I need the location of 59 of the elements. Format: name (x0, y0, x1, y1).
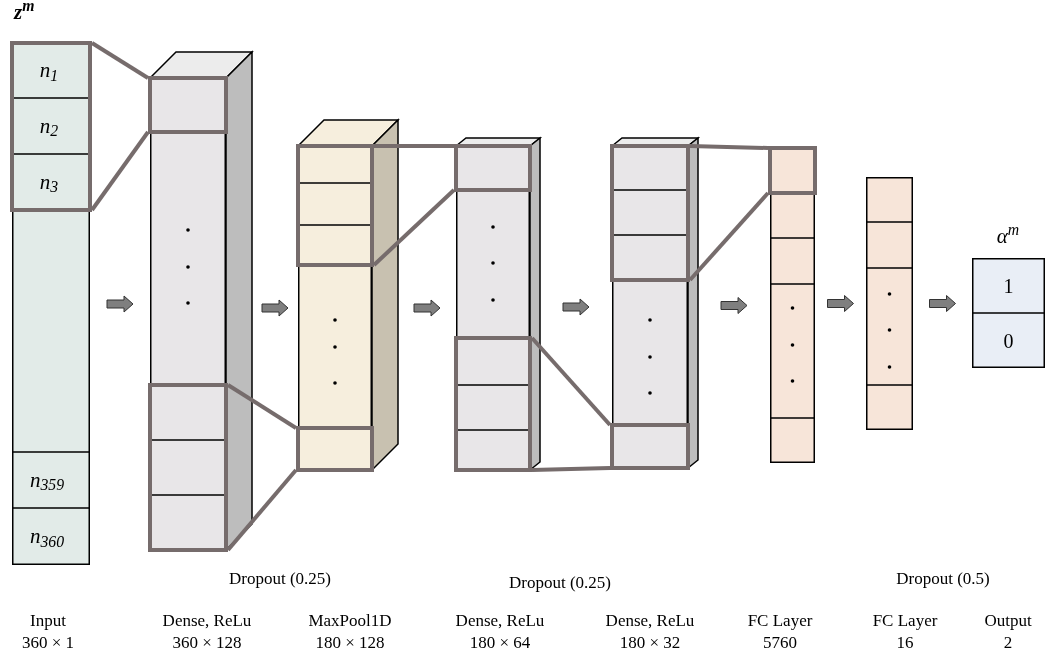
layer-caption: 2 (1003, 632, 1013, 654)
vector-symbol: α$^{m}$ (996, 226, 1020, 247)
projection-line (688, 191, 770, 282)
neuron-label: n$_{3}$ (39, 171, 60, 193)
neuron-label: n$_{2}$ (39, 115, 60, 137)
projection-line (226, 468, 298, 552)
arrow (261, 299, 289, 317)
highlight-frame (610, 144, 690, 282)
highlight-frame (768, 146, 817, 195)
arrow (720, 297, 748, 314)
layer-caption: Dense, ReLu (162, 610, 252, 632)
arrow (562, 298, 590, 316)
vector-symbol: z$^{m}$ (14, 2, 35, 23)
layer-column (12, 43, 90, 565)
dropout-label: Dropout (0.5) (896, 568, 990, 590)
arrow (106, 295, 134, 313)
projection-line (530, 336, 612, 427)
highlight-frame (148, 76, 228, 134)
layer-caption: FC Layer (747, 610, 813, 632)
highlight-frame (296, 144, 374, 267)
layer-caption: Dense, ReLu (455, 610, 545, 632)
neuron-label: n$_{360}$ (29, 526, 66, 547)
layer-caption: MaxPool1D (308, 610, 392, 632)
layer-caption: 360 × 128 (172, 632, 242, 654)
projection-line (90, 41, 150, 80)
projection-line (689, 144, 769, 150)
projection-line (90, 130, 150, 212)
layer-caption: Dense, ReLu (605, 610, 695, 632)
layer-caption: 16 (896, 632, 914, 654)
neuron-label: n$_{1}$ (39, 60, 60, 81)
projection-line (226, 383, 298, 430)
neuron-label: n$_{359}$ (29, 469, 66, 491)
layer-bar (770, 148, 815, 463)
layer-caption: FC Layer (872, 610, 938, 632)
projection-line (531, 466, 611, 472)
highlight-frame (148, 383, 228, 552)
highlight-frame (10, 41, 92, 212)
output-value: 0 (1003, 330, 1014, 351)
layer-caption: Input (30, 610, 66, 632)
layer-caption: 180 × 32 (619, 632, 681, 654)
highlight-frame (610, 423, 690, 470)
output-value: 1 (1003, 275, 1014, 296)
layer-bar (866, 177, 913, 430)
arrow (827, 295, 854, 312)
dropout-label: Dropout (0.25) (509, 572, 611, 594)
layer-caption: 360 × 1 (21, 632, 75, 654)
layer-column (972, 258, 1045, 368)
projection-line (372, 188, 456, 267)
layer-caption: 5760 (763, 632, 797, 654)
arrow (413, 299, 441, 317)
highlight-frame (454, 336, 532, 472)
layer-caption: 180 × 64 (469, 632, 531, 654)
layer-caption: 180 × 128 (315, 632, 385, 654)
dropout-label: Dropout (0.25) (229, 568, 331, 590)
layer-caption: Output (984, 610, 1032, 632)
arrow (929, 295, 956, 312)
highlight-frame (454, 144, 532, 192)
highlight-frame (296, 426, 374, 472)
projection-line (374, 144, 454, 148)
